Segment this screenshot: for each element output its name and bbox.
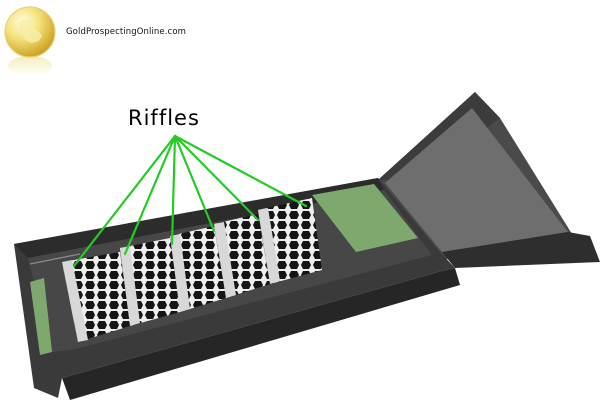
riffle-section-1 xyxy=(62,252,130,342)
sluice-mat-lower xyxy=(30,278,52,355)
riffle-section-5 xyxy=(258,198,322,284)
sluice-mat-upper xyxy=(312,184,418,252)
gold-coin-logo xyxy=(4,6,56,76)
riffles-label: Riffles xyxy=(128,106,200,130)
riffle-section-2 xyxy=(120,238,180,326)
callout-line-6 xyxy=(173,134,308,208)
callout-line-3 xyxy=(170,134,177,246)
callout-line-5 xyxy=(173,134,260,222)
riffle-section-4 xyxy=(214,214,270,298)
riffle-section-3 xyxy=(170,226,226,312)
callout-line-2 xyxy=(123,134,177,256)
callout-line-1 xyxy=(72,134,177,268)
site-name: GoldProspectingOnline.com xyxy=(66,27,187,37)
sluice-flare xyxy=(378,92,600,270)
callout-line-4 xyxy=(173,134,216,233)
callout-lines xyxy=(72,134,308,268)
